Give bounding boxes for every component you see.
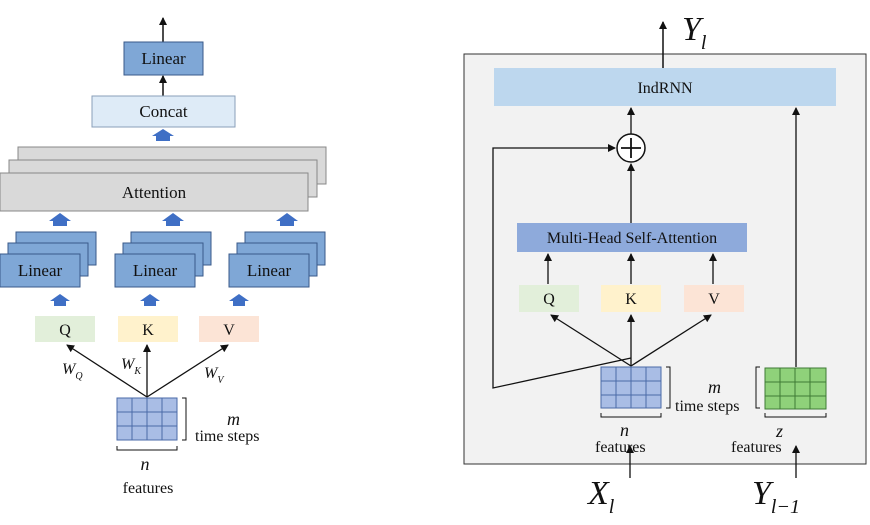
concat-label: Concat — [139, 102, 187, 121]
mhsa-label: Multi-Head Self-Attention — [547, 230, 717, 247]
right-v-box: V — [684, 285, 744, 312]
linear-v-stack: Linear — [228, 231, 326, 288]
linear-q-up-arrow — [49, 213, 71, 226]
y-time-brace — [755, 366, 760, 409]
wv-arrow — [146, 344, 229, 398]
linear-top-box: Linear — [123, 41, 204, 76]
z-label: z — [775, 421, 783, 441]
left-m-label: m — [227, 409, 240, 429]
linear-q-stack: Linear — [0, 231, 97, 288]
right-k-box: K — [601, 285, 661, 312]
left-features-label: features — [123, 480, 174, 497]
v-up-arrow — [229, 294, 249, 306]
y-in-label: Yl−1 — [752, 475, 800, 518]
k-box: K — [118, 316, 178, 342]
add-icon — [616, 133, 646, 163]
linear-k-stack: Linear — [114, 231, 212, 288]
linear-v-up-arrow — [276, 213, 298, 226]
indrnn-box: IndRNN — [494, 68, 836, 106]
x-input-grid — [600, 366, 662, 409]
wq-label: WQ — [62, 361, 83, 382]
y-feature-brace — [764, 413, 827, 418]
q-label: Q — [59, 322, 71, 339]
left-multihead-attention-diagram: Linear Concat Attention Linear — [0, 17, 327, 497]
q-box: Q — [35, 316, 95, 342]
wv-label: WV — [204, 365, 225, 386]
attention-stack: Attention — [0, 146, 327, 212]
wq-arrow — [66, 344, 148, 398]
left-time-brace — [182, 397, 187, 441]
x-in-label: Xl — [586, 475, 615, 518]
right-features-2-label: features — [731, 439, 782, 456]
right-m-label: m — [708, 377, 721, 397]
left-n-label: n — [141, 454, 150, 474]
left-time-steps-label: time steps — [195, 428, 259, 445]
indrnn-label: IndRNN — [637, 80, 693, 97]
k-up-arrow — [140, 294, 160, 306]
left-feature-brace — [116, 446, 178, 451]
right-attention-indrnn-diagram: Yl IndRNN Multi-Head Self-Attention Q — [463, 11, 867, 518]
linear-k-up-arrow — [162, 213, 184, 226]
y-out-label: Yl — [682, 11, 707, 54]
wk-label: WK — [121, 356, 142, 377]
right-v-label: V — [708, 291, 720, 308]
q-up-arrow — [50, 294, 70, 306]
input-to-q-arrow — [550, 314, 632, 367]
right-q-label: Q — [543, 291, 555, 308]
linear-v-label: Linear — [247, 261, 292, 280]
left-input-grid — [116, 397, 178, 441]
linear-q-label: Linear — [18, 261, 63, 280]
right-features-1-label: features — [595, 439, 646, 456]
linear-k-label: Linear — [133, 261, 178, 280]
linear-top-label: Linear — [141, 49, 186, 68]
right-n-label: n — [620, 420, 629, 440]
input-to-v-arrow — [630, 314, 712, 367]
right-q-box: Q — [519, 285, 579, 312]
x-feature-brace — [600, 413, 662, 418]
residual-path-arrow — [492, 144, 632, 389]
v-label: V — [223, 322, 235, 339]
right-k-label: K — [625, 291, 637, 308]
v-box: V — [199, 316, 259, 342]
right-time-steps-label: time steps — [675, 398, 739, 415]
mhsa-box: Multi-Head Self-Attention — [517, 223, 747, 252]
x-time-brace — [666, 366, 671, 409]
y-input-grid — [764, 367, 827, 410]
attention-label: Attention — [122, 183, 187, 202]
k-label: K — [142, 322, 154, 339]
concat-box: Concat — [91, 95, 236, 128]
attention-to-concat-arrow — [152, 129, 174, 141]
